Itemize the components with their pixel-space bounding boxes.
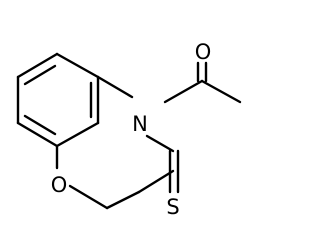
bond-benzene-3 (16, 121, 59, 148)
bond-carbonyl-methyl (200, 79, 242, 104)
bond-c4a-n (96, 75, 134, 99)
oxazine-ring (55, 75, 175, 192)
acetyl-group (163, 79, 204, 104)
bond-benzene-5 (16, 52, 59, 79)
bond-c3-c2-main (137, 169, 175, 194)
bond-c2-o (72, 184, 139, 192)
bond-benzene-inner-2 (23, 64, 57, 86)
nitrogen-label: N (132, 112, 148, 136)
bond-c2-c3-lower (105, 190, 141, 210)
bond-o-c2-lower (68, 184, 109, 210)
bond-n-c3 (145, 134, 175, 153)
bond-benzene-2 (55, 121, 100, 148)
bond-c3-c2 (139, 151, 173, 192)
bond-benzene-inner-3 (23, 114, 57, 136)
molecule-drawing: N O O S (16, 40, 242, 219)
carbonyl-oxygen-label: O (195, 40, 212, 64)
sulfur-label: S (166, 195, 179, 219)
bond-benzene-6 (55, 52, 100, 79)
bond-n-carbonyl (163, 79, 204, 104)
ring-oxygen-label: O (51, 173, 68, 197)
benzene-ring (16, 52, 100, 148)
structure-canvas: N O O S (16, 40, 242, 219)
